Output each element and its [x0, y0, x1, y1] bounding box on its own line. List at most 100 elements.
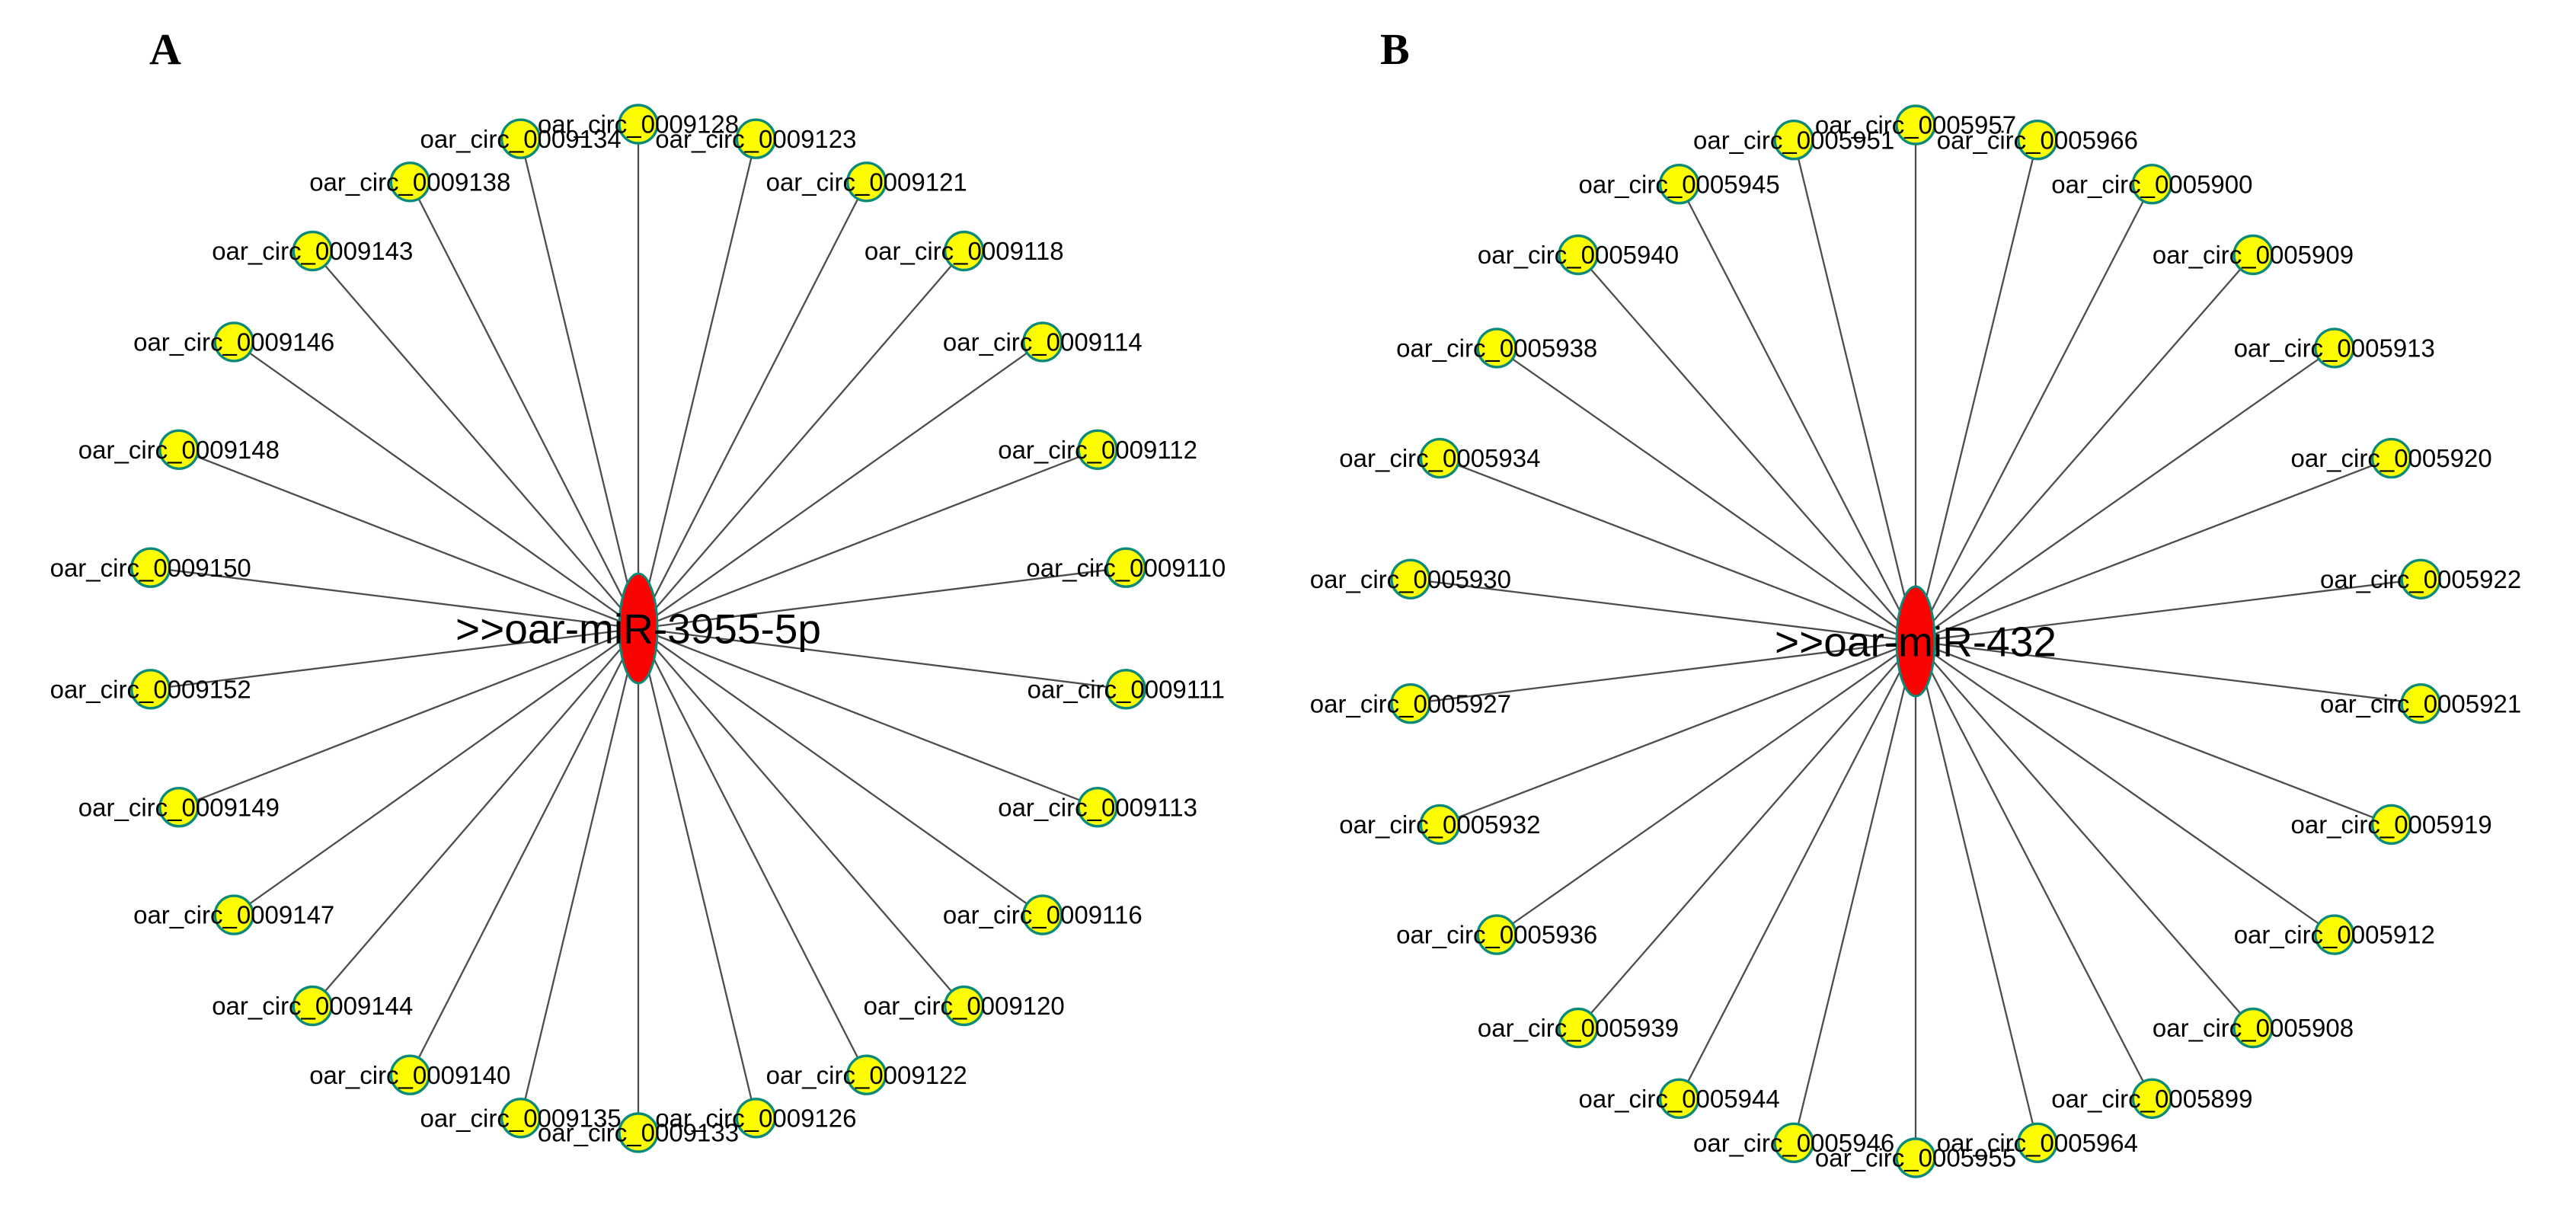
edge — [233, 340, 639, 629]
circrna-node-label: oar_circ_0009147 — [133, 901, 334, 929]
circrna-node-label: oar_circ_0005944 — [1578, 1085, 1779, 1113]
circrna-node — [2131, 1078, 2173, 1120]
edge — [1678, 641, 1917, 1099]
circrna-node-label: oar_circ_0009135 — [420, 1104, 621, 1132]
edge — [1410, 578, 1916, 643]
circrna-node-label: oar_circ_0005951 — [1693, 126, 1894, 154]
circrna-node — [1390, 683, 1431, 724]
circrna-node — [292, 985, 333, 1027]
circrna-node — [1476, 914, 1517, 955]
circrna-node-label: oar_circ_0009152 — [50, 675, 251, 703]
edge — [312, 250, 639, 629]
edge — [1792, 641, 1917, 1143]
edge — [638, 567, 1127, 630]
circrna-node — [389, 161, 430, 203]
circrna-node-label: oar_circ_0005938 — [1396, 334, 1597, 362]
circrna-node-label: oar_circ_0009150 — [50, 554, 251, 582]
edge — [233, 628, 639, 916]
circrna-node — [2232, 1007, 2274, 1049]
circrna-node — [735, 118, 777, 159]
circrna-node-label: oar_circ_0005919 — [2290, 810, 2491, 839]
circrna-node-label: oar_circ_0005913 — [2234, 334, 2435, 362]
circrna-node-label: oar_circ_0005920 — [2290, 444, 2491, 472]
edge — [1678, 184, 1917, 642]
edge — [638, 628, 965, 1007]
circrna-node — [1773, 1122, 1814, 1164]
circrna-node-label: oar_circ_0005964 — [1937, 1129, 2138, 1157]
circrna-node — [1077, 786, 1118, 828]
edge — [638, 627, 1098, 808]
circrna-node — [1419, 437, 1461, 479]
edge — [150, 627, 639, 690]
circrna-node — [2017, 1122, 2058, 1164]
mirna-node — [618, 572, 659, 685]
edge — [1577, 254, 1916, 642]
edge — [637, 181, 868, 629]
circrna-node — [1895, 1137, 1936, 1178]
circrna-node — [500, 118, 542, 159]
edge — [1915, 347, 2335, 642]
circrna-node-label: oar_circ_0009133 — [538, 1119, 739, 1147]
edge — [519, 138, 640, 629]
edge — [178, 627, 639, 808]
edge — [1496, 347, 1916, 642]
circrna-node — [943, 985, 985, 1027]
circrna-node — [1558, 234, 1599, 276]
circrna-node — [158, 429, 200, 470]
circrna-node — [1105, 547, 1147, 588]
edge — [638, 627, 1127, 690]
edge — [1914, 641, 2153, 1099]
edge — [1915, 641, 2254, 1029]
circrna-node — [1077, 429, 1118, 470]
circrna-node-label: oar_circ_0009116 — [943, 901, 1143, 929]
circrna-node — [213, 321, 254, 363]
circrna-node-label: oar_circ_0009138 — [309, 168, 510, 196]
circrna-node — [1895, 104, 1936, 145]
circrna-node — [1773, 119, 1814, 161]
circrna-node — [2131, 163, 2173, 205]
edge — [1496, 641, 1916, 936]
edge — [1410, 640, 1916, 705]
circrna-node-label: oar_circ_0009149 — [78, 793, 280, 821]
circrna-node-label: oar_circ_0005921 — [2320, 689, 2521, 718]
circrna-node-label: oar_circ_0009148 — [78, 436, 280, 464]
circrna-node-label: oar_circ_0005922 — [2320, 565, 2521, 593]
circrna-node-label: oar_circ_0009134 — [420, 125, 621, 153]
circrna-node-label: oar_circ_0009113 — [998, 793, 1197, 821]
circrna-node — [845, 1054, 887, 1095]
circrna-node — [2400, 683, 2441, 724]
panel-label-b: B — [1380, 24, 1410, 74]
circrna-node — [1105, 669, 1147, 710]
circrna-node — [158, 786, 200, 828]
circrna-node-label: oar_circ_0009126 — [655, 1104, 856, 1132]
circrna-node-label: oar_circ_0005908 — [2153, 1014, 2354, 1042]
circrna-node — [292, 230, 333, 272]
edge — [637, 138, 757, 629]
circrna-node-label: oar_circ_0009120 — [864, 992, 1065, 1020]
edge — [1915, 578, 2421, 643]
edge — [312, 628, 639, 1007]
edge — [638, 449, 1098, 630]
circrna-node-label: oar_circ_0009111 — [1028, 675, 1225, 703]
mirna-node-label: >>oar-miR-432 — [1775, 618, 2057, 665]
circrna-node-label: oar_circ_0005912 — [2234, 921, 2435, 949]
circrna-node-label: oar_circ_0005934 — [1339, 444, 1540, 472]
circrna-node-label: oar_circ_0009122 — [766, 1061, 967, 1089]
circrna-node — [1022, 321, 1063, 363]
circrna-node-label: oar_circ_0005932 — [1339, 810, 1540, 839]
circrna-node-label: oar_circ_0005966 — [1937, 126, 2138, 154]
circrna-node-label: oar_circ_0005927 — [1310, 689, 1511, 718]
edge — [519, 628, 640, 1119]
edge — [1577, 641, 1916, 1029]
circrna-node-label: oar_circ_0005957 — [1815, 111, 2016, 139]
circrna-node — [129, 669, 171, 710]
circrna-node-label: oar_circ_0009144 — [212, 992, 413, 1020]
edge — [1915, 641, 2335, 936]
edge — [178, 449, 639, 630]
edge — [1914, 184, 2153, 642]
circrna-node — [1558, 1007, 1599, 1049]
circrna-node — [2314, 914, 2355, 955]
circrna-node — [389, 1054, 430, 1095]
circrna-node-label: oar_circ_0005899 — [2051, 1085, 2252, 1113]
